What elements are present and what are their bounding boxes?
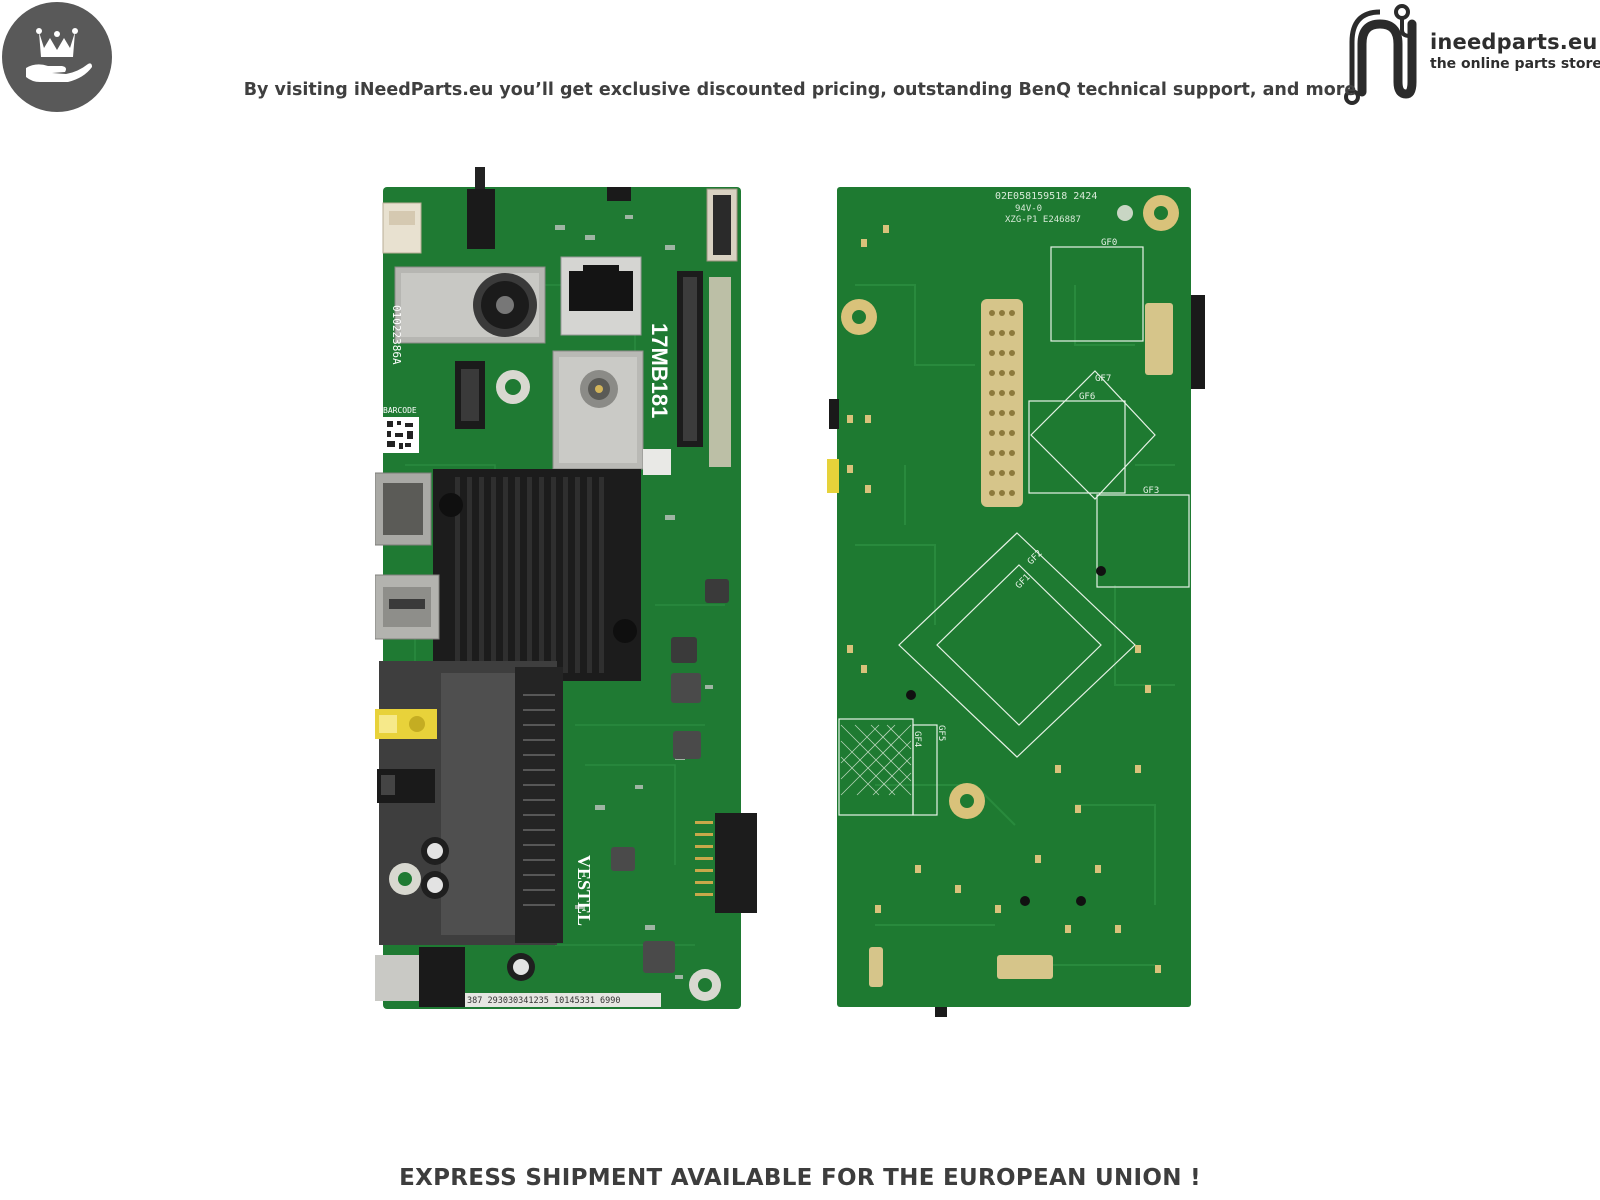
zone-label: GF6 (1079, 392, 1095, 402)
serial-strip: 387 293030341235 10145331 6990 (467, 996, 621, 1006)
back-cert-line: XZG-P1 E246887 (1005, 215, 1081, 225)
model-label: 17MB181 (647, 323, 672, 418)
back-board: 02E058159518 2424 94V-0 XZG-P1 E246887 (827, 187, 1205, 1017)
crown-badge (2, 2, 112, 112)
brand-label: VESTEL (574, 855, 594, 926)
barcode-label: BARCODE (383, 406, 417, 415)
ineedparts-logo: ineedparts.eu the online parts store (1340, 2, 1600, 108)
logo-tagline: the online parts store (1430, 56, 1600, 72)
front-board: 17MB181 01022386A BARCODE (375, 167, 757, 1009)
product-photo: 17MB181 01022386A BARCODE (375, 165, 1235, 1045)
ineedparts-logo-icon (1344, 4, 1417, 105)
zone-label: GF7 (1095, 374, 1111, 384)
zone-label: GF5 (936, 725, 946, 741)
zone-label: GF3 (1143, 486, 1159, 496)
promo-text: By visiting iNeedParts.eu you’ll get exc… (243, 80, 1357, 100)
crown-hand-icon (3, 3, 111, 111)
part-code-label: 01022386A (390, 305, 403, 365)
shipping-banner: EXPRESS SHIPMENT AVAILABLE FOR THE EUROP… (399, 1165, 1201, 1191)
back-cert-code: 94V-0 (1015, 204, 1042, 214)
zone-label: GF4 (912, 731, 922, 747)
zone-label: GF0 (1101, 238, 1117, 248)
back-header-code: 02E058159518 2424 (995, 191, 1097, 202)
logo-name: ineedparts.eu (1430, 30, 1598, 54)
